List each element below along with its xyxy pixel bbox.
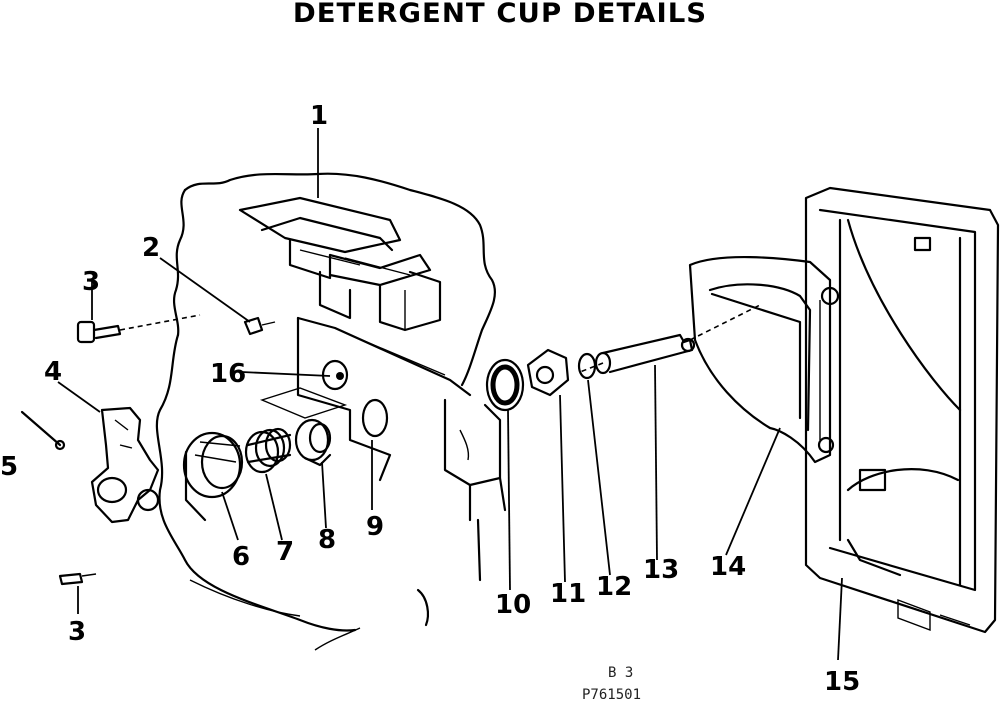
callout-9: 9 xyxy=(366,512,384,542)
part-9-plate xyxy=(259,316,472,482)
diagram-title: DETERGENT CUP DETAILS xyxy=(292,0,708,29)
part-7-spring xyxy=(244,427,292,474)
part-14-tray xyxy=(688,256,840,464)
part-8-disc xyxy=(294,418,332,467)
callout-14: 14 xyxy=(710,552,746,582)
part-3-screw-top xyxy=(76,320,122,344)
callout-4: 4 xyxy=(44,357,62,387)
callout-8: 8 xyxy=(318,525,336,555)
callout-2: 2 xyxy=(142,233,160,263)
callout-15: 15 xyxy=(824,667,860,697)
part-2-screw xyxy=(243,316,276,336)
part-10-seal xyxy=(485,358,525,412)
housing-panel xyxy=(155,172,497,651)
part-4-lever xyxy=(90,406,160,524)
part-5-pin xyxy=(20,410,66,451)
part-11-nut xyxy=(526,348,570,397)
callout-1: 1 xyxy=(310,101,328,131)
bracket xyxy=(443,398,507,582)
callout-3-top: 3 xyxy=(82,267,100,297)
callout-5: 5 xyxy=(0,452,18,482)
footer-code-1: B 3 xyxy=(608,665,633,681)
callout-16: 16 xyxy=(210,359,246,389)
callout-3-bottom: 3 xyxy=(68,617,86,647)
callout-6: 6 xyxy=(232,542,250,572)
part-12-washer xyxy=(577,352,597,380)
part-1-cup-top xyxy=(238,196,442,332)
callout-7: 7 xyxy=(276,537,294,567)
callout-10: 10 xyxy=(495,590,531,620)
leader-lines xyxy=(57,128,843,661)
callout-13: 13 xyxy=(643,555,679,585)
part-15-frame xyxy=(804,186,1000,634)
part-6-cap xyxy=(182,431,244,522)
part-3-screw-bottom xyxy=(58,572,97,586)
part-13-shaft xyxy=(594,333,696,375)
callout-12: 12 xyxy=(596,572,632,602)
callout-11: 11 xyxy=(550,579,586,609)
footer-code-2: P761501 xyxy=(582,687,641,703)
